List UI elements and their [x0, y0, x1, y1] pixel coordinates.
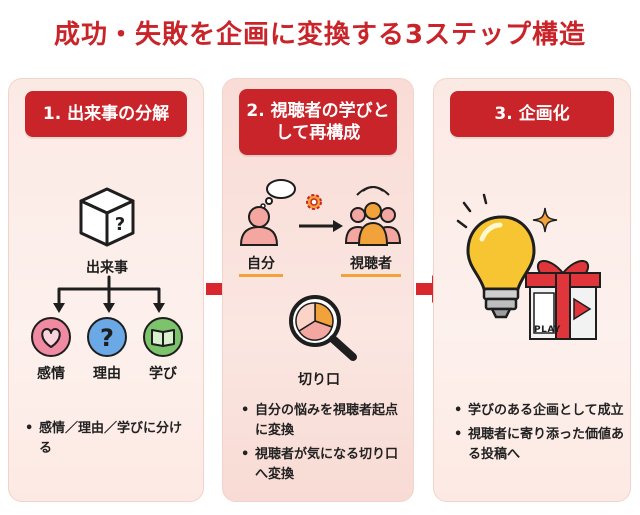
sparkle-icon — [532, 207, 558, 233]
event-label: 出来事 — [86, 260, 128, 276]
step-1-header: 1. 出来事の分解 — [25, 91, 187, 137]
page-title: 成功・失敗を企画に変換する3ステップ構造 — [53, 20, 587, 50]
question-icon: ? — [87, 317, 127, 357]
step-3-header: 3. 企画化 — [450, 91, 614, 137]
branch-arrows — [53, 275, 165, 313]
magnifier-pie-icon — [289, 295, 357, 361]
book-icon — [143, 317, 183, 357]
box-question-icon: ? — [79, 187, 135, 247]
heart-icon — [31, 317, 71, 357]
bullet-item: 自分の悩みを視聴者起点に変換 — [241, 401, 407, 441]
gift-video-icon — [525, 260, 601, 340]
self-label: 自分 — [239, 253, 283, 277]
step-1-panel: 1. 出来事の分解 ? 出来事 ? 感情 理由 学び 感情／理由／学びに分ける — [8, 78, 204, 502]
svg-text:?: ? — [115, 214, 125, 235]
gear-icon — [306, 194, 322, 210]
lens-label: 切り口 — [298, 372, 340, 388]
step-3-bullets: 学びのある企画として成立 視聴者に寄り添った価値ある投稿へ — [454, 401, 624, 465]
step-2-panel: 2. 視聴者の学びとして再構成 自分 視聴者 切り口 自 — [222, 78, 414, 502]
step-2-bullets: 自分の悩みを視聴者起点に変換 視聴者が気になる切り口へ変換 — [241, 401, 407, 485]
reason-label: 理由 — [93, 366, 121, 382]
viewers-group-icon — [344, 186, 402, 246]
emotion-label: 感情 — [37, 366, 65, 382]
light-bulb-icon — [456, 193, 536, 319]
bullet-item: 学びのある企画として成立 — [454, 401, 624, 421]
bullet-item: 視聴者に寄り添った価値ある投稿へ — [454, 425, 624, 465]
viewers-label: 視聴者 — [341, 253, 401, 277]
play-label: PLAY — [534, 325, 561, 335]
step-3-panel: 3. 企画化 PLAY 学びのある企画として成立 視聴者に寄り添った価値ある投稿… — [433, 78, 631, 502]
bullet-item: 視聴者が気になる切り口へ変換 — [241, 445, 407, 485]
self-person-icon — [239, 179, 296, 246]
bullet-item: 感情／理由／学びに分ける — [25, 419, 193, 459]
learning-label: 学び — [149, 366, 177, 382]
step-2-header: 2. 視聴者の学びとして再構成 — [239, 89, 397, 155]
transform-arrow — [299, 220, 343, 232]
svg-text:?: ? — [100, 324, 114, 352]
step-1-bullets: 感情／理由／学びに分ける — [25, 419, 193, 459]
